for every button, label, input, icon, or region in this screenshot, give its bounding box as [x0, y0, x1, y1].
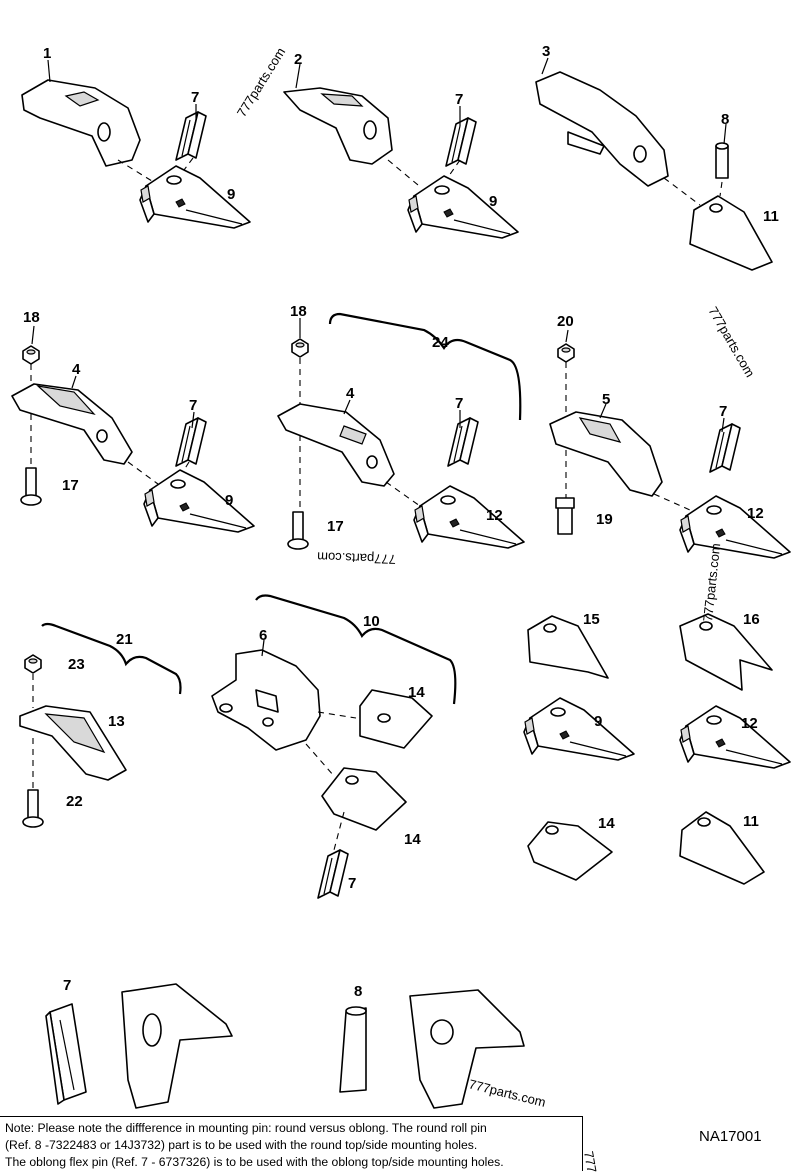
callout-7-d: 7: [455, 395, 463, 412]
brace-10: [255, 594, 457, 705]
tooth-16: [679, 613, 773, 691]
watermark-3: 777parts.com: [317, 549, 396, 567]
mounting-pin-note: Note: Please note the diffference in mou…: [0, 1116, 583, 1171]
round-pin-8a: [715, 142, 729, 179]
watermark-5: 777parts.com: [467, 1076, 547, 1110]
callout-17-a: 17: [62, 477, 79, 494]
callout-9-a: 9: [227, 186, 235, 203]
callout-16: 16: [743, 611, 760, 628]
callout-9-b: 9: [489, 193, 497, 210]
tooth-14c: [527, 821, 613, 881]
bolt-17a: [20, 467, 42, 506]
callout-6: 6: [259, 627, 267, 644]
adapter-4b: [277, 403, 395, 487]
callout-22: 22: [66, 793, 83, 810]
callout-13: 13: [108, 713, 125, 730]
callout-14-b: 14: [404, 831, 421, 848]
callout-1: 1: [43, 45, 51, 62]
shank-6: [211, 649, 321, 751]
callout-23: 23: [68, 656, 85, 673]
adapter-2: [283, 87, 393, 165]
callout-5: 5: [602, 391, 610, 408]
callout-24: 24: [432, 334, 449, 351]
watermark-4: 777parts.com: [700, 542, 723, 622]
note-line-1: Note: Please note the diffference in mou…: [5, 1121, 487, 1135]
callout-7-a: 7: [191, 89, 199, 106]
callout-7-c: 7: [189, 397, 197, 414]
callout-7-b: 7: [455, 91, 463, 108]
nut-18b: [291, 338, 309, 358]
callout-11-a: 11: [763, 208, 779, 225]
tooth-12a: [413, 485, 525, 549]
tooth-15: [527, 615, 609, 679]
adapter-5: [549, 411, 663, 497]
callout-4-a: 4: [72, 361, 81, 378]
bolt-17b: [287, 511, 309, 550]
callout-3: 3: [542, 43, 550, 60]
oblong-pin-7-detail: [45, 1003, 87, 1105]
callout-18-b: 18: [290, 303, 307, 320]
bolt-22: [22, 789, 44, 828]
callout-9-c: 9: [225, 492, 233, 509]
callout-8-a: 8: [721, 111, 729, 128]
nut-18a: [22, 345, 40, 365]
brace-24: [328, 312, 522, 421]
callout-7-g: 7: [63, 977, 71, 994]
callout-14-c: 14: [598, 815, 615, 832]
tooth-oblong-hole-detail: [121, 983, 233, 1109]
note-line-3: The oblong flex pin (Ref. 7 - 6737326) i…: [5, 1155, 504, 1169]
oblong-pin-7b: [445, 117, 477, 167]
round-pin-8-detail: [339, 1006, 367, 1093]
callout-9-d: 9: [594, 713, 602, 730]
callout-14-a: 14: [408, 684, 425, 701]
callout-17-b: 17: [327, 518, 344, 535]
callout-4-b: 4: [346, 385, 355, 402]
callout-18-a: 18: [23, 309, 40, 326]
oblong-pin-7e: [709, 423, 741, 473]
tooth-11a: [689, 195, 773, 271]
tooth-9b: [407, 175, 519, 239]
tooth-round-hole-detail: [409, 989, 525, 1109]
callout-7-e: 7: [719, 403, 727, 420]
callout-15: 15: [583, 611, 600, 628]
nut-20: [557, 343, 575, 363]
tooth-9d: [523, 697, 635, 761]
callout-8-b: 8: [354, 983, 362, 1000]
callout-2: 2: [294, 51, 302, 68]
watermark-2: 777parts.com: [705, 304, 757, 380]
drawing-number: NA17001: [699, 1128, 762, 1145]
nut-23: [24, 654, 42, 674]
callout-12-a: 12: [486, 507, 503, 524]
oblong-pin-7d: [447, 417, 479, 467]
tooth-12b: [679, 495, 791, 559]
callout-12-c: 12: [741, 715, 758, 732]
tooth-9c: [143, 469, 255, 533]
adapter-1: [21, 79, 141, 167]
tooth-14b: [321, 767, 407, 831]
oblong-pin-7a: [175, 111, 207, 161]
adapter-3: [535, 71, 669, 187]
bolt-19: [555, 497, 575, 535]
callout-20: 20: [557, 313, 574, 330]
callout-10: 10: [363, 613, 380, 630]
note-line-2: (Ref. 8 -7322483 or 14J3732) part is to …: [5, 1138, 478, 1152]
callout-21: 21: [116, 631, 133, 648]
callout-numbers: 1 2 3 7 7 8 9 9 11 18 18 20 24 4 4 5 7 7…: [23, 43, 779, 1000]
callout-12-b: 12: [747, 505, 764, 522]
watermark-6: 777: [581, 1150, 600, 1172]
watermark-1: 777parts.com: [234, 45, 288, 120]
oblong-pin-7f: [317, 849, 349, 899]
tooth-11b: [679, 811, 765, 885]
tooth-14a: [359, 689, 433, 749]
oblong-pin-7c: [175, 417, 207, 467]
callout-7-f: 7: [348, 875, 356, 892]
callout-19: 19: [596, 511, 613, 528]
tooth-12c: [679, 705, 791, 769]
brace-21: [41, 622, 182, 695]
callout-11-b: 11: [743, 813, 759, 830]
adapter-4a: [11, 383, 133, 465]
adapter-13: [19, 705, 127, 781]
